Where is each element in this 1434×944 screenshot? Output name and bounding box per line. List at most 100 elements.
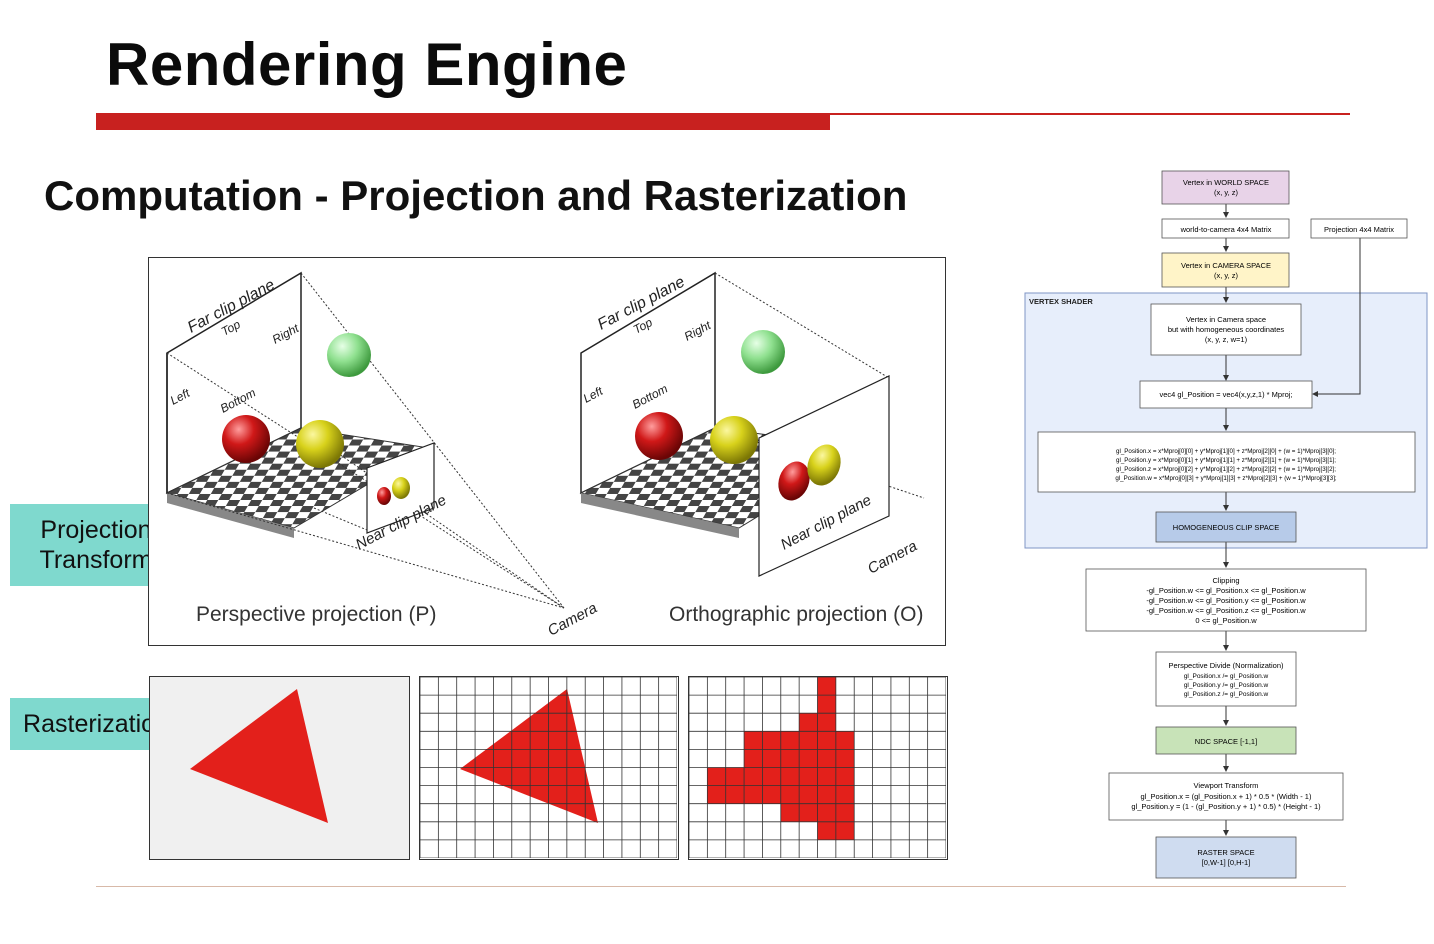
raster-pixel [762, 731, 781, 750]
divide-line-3: gl_Position.y /= gl_Position.w [1184, 682, 1269, 689]
raster-pixel [780, 785, 800, 804]
raster-pixel [799, 749, 818, 768]
raster-pixel [780, 767, 800, 786]
raster-space-line2: [0,W-1] [0,H-1] [1202, 858, 1251, 867]
node-matrix-multiply: gl_Position.x = x*Mproj[0][0] + y*Mproj[… [1037, 431, 1416, 493]
node-clipping: Clipping -gl_Position.w <= gl_Position.x… [1085, 568, 1367, 632]
slide-subtitle: Computation - Projection and Rasterizati… [44, 172, 908, 219]
matrix-line-4: gl_Position.w = x*Mproj[0][3] + y*Mproj[… [1115, 475, 1337, 482]
grid-with-triangle [419, 676, 678, 859]
raster-pixel [835, 749, 855, 768]
node-clip-space-text: HOMOGENEOUS CLIP SPACE [1173, 523, 1279, 532]
node-viewport: Viewport Transform gl_Position.x = (gl_P… [1108, 772, 1344, 821]
raster-pixel [835, 803, 855, 822]
raster-pixel [817, 713, 836, 732]
raster-pixel [817, 785, 836, 804]
node-clip-space: HOMOGENEOUS CLIP SPACE [1155, 511, 1297, 543]
divide-line-1: Perspective Divide (Normalization) [1168, 661, 1284, 670]
divide-line-2: gl_Position.x /= gl_Position.w [1184, 673, 1269, 680]
raster-panel-grid-triangle [419, 676, 679, 860]
viewport-line-3: gl_Position.y = (1 - (gl_Position.y + 1)… [1131, 802, 1321, 811]
node-vertex-camera-line2: (x, y, z) [1214, 271, 1239, 280]
raster-panel-triangle [149, 676, 410, 860]
title-underline-thick [96, 113, 830, 130]
raster-pixel [799, 731, 818, 750]
raster-pixel [780, 749, 800, 768]
node-vertex-camera: Vertex in CAMERA SPACE (x, y, z) [1161, 252, 1290, 288]
continuous-triangle [190, 689, 328, 823]
raster-pixel [799, 713, 818, 732]
footer-divider [96, 886, 1346, 887]
node-ndc-space: NDC SPACE [-1,1] [1155, 726, 1297, 755]
node-world-to-camera: world-to-camera 4x4 Matrix [1161, 218, 1290, 239]
matrix-line-1: gl_Position.x = x*Mproj[0][0] + y*Mproj[… [1116, 448, 1336, 455]
raster-pixel [744, 749, 763, 768]
vertex-pipeline-flowchart: VERTEX SHADER Vertex in WORLD SPACE (x, … [1024, 170, 1428, 879]
matrix-line-2: gl_Position.y = x*Mproj[0][1] + y*Mproj[… [1116, 457, 1336, 464]
raster-pixel [817, 695, 836, 714]
node-world-to-camera-text: world-to-camera 4x4 Matrix [1180, 225, 1272, 234]
matrix-line-3: gl_Position.z = x*Mproj[0][2] + y*Mproj[… [1116, 466, 1336, 473]
viewport-line-2: gl_Position.x = (gl_Position.x + 1) * 0.… [1141, 792, 1312, 801]
node-vertex-world-line1: Vertex in WORLD SPACE [1183, 178, 1269, 187]
node-homogeneous-line2: but with homogeneous coordinates [1168, 325, 1285, 334]
perspective-caption: Perspective projection (P) [196, 603, 436, 626]
clipping-line-4: -gl_Position.w <= gl_Position.z <= gl_Po… [1146, 606, 1306, 615]
node-homogeneous-line1: Vertex in Camera space [1186, 315, 1266, 324]
node-ndc-space-text: NDC SPACE [-1,1] [1195, 737, 1257, 746]
node-homogeneous: Vertex in Camera space but with homogene… [1150, 303, 1302, 356]
title-underline-thin [830, 113, 1350, 115]
clipping-line-5: 0 <= gl_Position.w [1195, 616, 1257, 625]
raster-pixel [780, 731, 800, 750]
vertex-shader-label: VERTEX SHADER [1029, 297, 1093, 306]
perspective-frustum: Far clip plane Top Right Left Bottom Nea… [165, 271, 600, 640]
raster-pixel [707, 785, 726, 804]
node-gl-position: vec4 gl_Position = vec4(x,y,z,1) * Mproj… [1139, 380, 1313, 409]
node-projection-matrix: Projection 4x4 Matrix [1310, 218, 1408, 239]
raster-panel-pixels [688, 676, 948, 860]
clipping-line-1: Clipping [1212, 576, 1239, 585]
projection-figure: Far clip plane Top Right Left Bottom Nea… [148, 257, 946, 646]
raster-pixel [817, 803, 836, 822]
raster-pixel [762, 785, 781, 804]
node-raster-space: RASTER SPACE [0,W-1] [0,H-1] [1155, 836, 1297, 879]
raster-pixel [762, 749, 781, 768]
raster-pixel [817, 767, 836, 786]
orthographic-caption: Orthographic projection (O) [669, 603, 923, 626]
clipping-line-3: -gl_Position.w <= gl_Position.y <= gl_Po… [1146, 596, 1306, 605]
node-vertex-world-line2: (x, y, z) [1214, 188, 1239, 197]
divide-line-4: gl_Position.z /= gl_Position.w [1184, 691, 1269, 698]
raster-pixel [744, 731, 763, 750]
raster-pixel [835, 785, 855, 804]
raster-pixel [799, 785, 818, 804]
node-perspective-divide: Perspective Divide (Normalization) gl_Po… [1155, 651, 1297, 707]
rasterized-pixels [688, 676, 947, 859]
raster-pixel [725, 767, 745, 786]
raster-pixel [835, 767, 855, 786]
raster-space-line1: RASTER SPACE [1197, 848, 1254, 857]
raster-pixel [817, 749, 836, 768]
node-vertex-camera-line1: Vertex in CAMERA SPACE [1181, 261, 1271, 270]
clipping-line-2: -gl_Position.w <= gl_Position.x <= gl_Po… [1146, 586, 1306, 595]
raster-pixel [725, 785, 745, 804]
raster-pixel [799, 767, 818, 786]
raster-pixel [817, 731, 836, 750]
raster-pixel [817, 821, 836, 840]
viewport-line-1: Viewport Transform [1194, 781, 1259, 790]
node-gl-position-text: vec4 gl_Position = vec4(x,y,z,1) * Mproj… [1159, 390, 1292, 399]
raster-pixel [780, 803, 800, 822]
raster-pixel [817, 677, 836, 696]
node-homogeneous-line3: (x, y, z, w=1) [1205, 335, 1248, 344]
grid-triangle [460, 689, 598, 823]
raster-pixel [762, 767, 781, 786]
raster-pixel [707, 767, 726, 786]
raster-pixel [744, 767, 763, 786]
orthographic-frustum: Far clip plane Top Right Left Bottom Nea… [579, 271, 925, 626]
node-projection-matrix-text: Projection 4x4 Matrix [1324, 225, 1394, 234]
node-vertex-world: Vertex in WORLD SPACE (x, y, z) [1161, 170, 1290, 205]
raster-pixel [835, 821, 855, 840]
raster-pixel [799, 803, 818, 822]
orthographic-camera-label: Camera [865, 537, 920, 577]
raster-pixel [744, 785, 763, 804]
projection-illustration: Far clip plane Top Right Left Bottom Nea… [165, 271, 925, 640]
